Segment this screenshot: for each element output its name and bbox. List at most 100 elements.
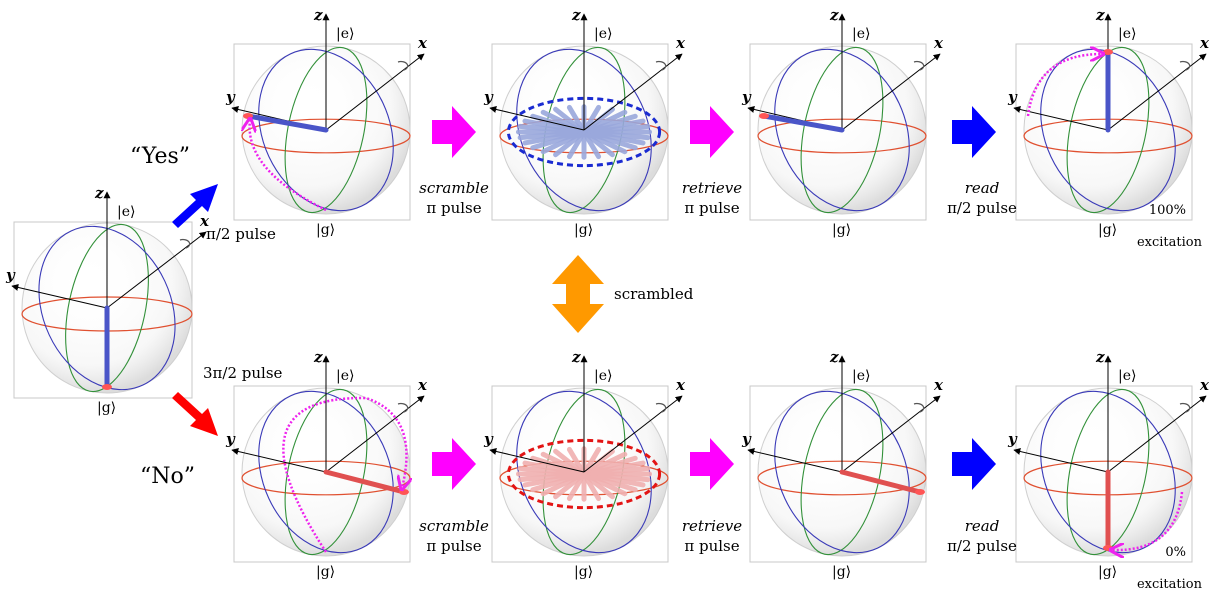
pi-pulse-label-no-1: π pulse [426,537,481,555]
excited-ket-label: |e⟩ [1118,368,1136,384]
scrambled-label: scrambled [614,285,694,303]
bloch-sphere-yes-2: zxy|e⟩|g⟩ [483,6,686,238]
rotation-path [1112,491,1184,550]
blue-diagonal-arrow-up [172,184,218,228]
rotation-icon [397,402,409,413]
red-diagonal-arrow-down [172,392,218,436]
z-axis-label: z [1095,348,1105,366]
y-axis-label: y [483,430,494,448]
pi-pulse-label-yes-2: π pulse [684,199,739,217]
excited-ket-label: |e⟩ [1118,26,1136,42]
state-tip [102,384,112,390]
spheres-layer: zxy|e⟩|g⟩zxy|e⟩|g⟩zxy|e⟩|g⟩zxy|e⟩|g⟩zxy|… [5,6,1210,590]
ground-ket-label: |g⟩ [574,222,593,238]
retrieve-label-no: retrieve [682,517,742,535]
spin-vector [581,465,651,477]
y-axis [747,448,843,473]
axes [1013,355,1207,473]
excited-ket-label: |e⟩ [852,368,870,384]
retrieve-label-yes: retrieve [682,179,742,197]
rotation-icon [655,402,667,413]
meridian-blue [774,390,910,554]
rotation-icon [179,238,191,249]
x-axis-label: x [675,34,686,52]
orange-double-arrow [552,255,604,333]
rotation-path [250,120,327,212]
rotation-icon [1179,60,1191,71]
pi-pulse-label-yes-1: π pulse [426,199,481,217]
excited-ket-label: |e⟩ [594,26,612,42]
excitation-percent: 0% [1165,545,1186,560]
excited-ket-label: |e⟩ [594,368,612,384]
y-axis [489,448,585,473]
yes-label: “Yes” [130,144,190,169]
z-axis-label: z [571,348,581,366]
y-axis-label: y [1007,88,1018,106]
state-tip [915,489,925,495]
y-axis-label: y [741,88,752,106]
state-vector [1103,49,1113,133]
bloch-sphere-no-4: zxy|e⟩|g⟩0%excitation [1007,348,1210,590]
state-tip [1103,545,1113,551]
spin-vector [581,123,651,135]
axes [231,355,425,473]
y-axis-label: y [1007,430,1018,448]
magenta-arrow-yes-2 [690,106,734,158]
read-label-no: read [965,517,1000,535]
scramble-label-no: scramble [419,517,489,535]
meridian-blue [1040,48,1176,212]
y-axis [1013,448,1109,473]
ground-ket-label: |g⟩ [97,400,116,416]
magenta-arrow-no-2 [690,438,734,490]
magenta-arrow-yes-1 [432,106,476,158]
process-arrows [172,106,996,490]
state-tip [243,113,253,119]
x-axis-label: x [933,376,944,394]
state-tip [759,113,769,119]
excited-ket-label: |e⟩ [336,26,354,42]
rotation-icon [913,60,925,71]
state-arrow [245,113,329,133]
z-axis-label: z [313,348,323,366]
y-axis-label: y [5,266,16,284]
bloch-sphere-yes-4: zxy|e⟩|g⟩100%excitation [1007,6,1210,250]
state-arrow [323,469,407,495]
rotation-icon [397,60,409,71]
x-axis-label: x [933,34,944,52]
spread-ellipse [506,96,662,168]
bloch-sphere-no-1: zxy|e⟩|g⟩ [225,348,428,580]
state-vector [839,469,925,495]
blue-arrow-no-3 [952,438,996,490]
meridian-blue [774,48,910,212]
axes [747,355,941,473]
rotation-icon [1179,402,1191,413]
meridian-blue [258,48,394,212]
bloch-sphere-initial: zxy|e⟩|g⟩ [5,184,210,416]
text-labels: “Yes” “No” π/2 pulse 3π/2 pulse scramble… [130,144,1017,555]
z-axis-label: z [571,6,581,24]
excited-ket-label: |e⟩ [852,26,870,42]
x-axis-label: x [675,376,686,394]
axes [11,191,207,309]
meridian-blue [258,390,394,554]
y-axis [231,448,327,473]
read-label-yes: read [965,179,1000,197]
y-axis [11,284,108,309]
meridian-blue [1040,390,1176,554]
z-axis-label: z [829,348,839,366]
three-half-pi-pulse-label: 3π/2 pulse [203,364,283,382]
pi-pulse-label-no-2: π pulse [684,537,739,555]
state-tip [399,489,409,495]
half-pi-pulse-read-no: π/2 pulse [947,537,1017,555]
y-axis-label: y [225,430,236,448]
state-arrow [761,113,845,133]
axes [489,355,683,473]
half-pi-pulse-read-yes: π/2 pulse [947,199,1017,217]
meridian-green [65,223,149,393]
state-tip [1103,49,1113,55]
x-axis-label: x [199,212,210,230]
z-axis-label: z [829,6,839,24]
meridian-blue [516,390,652,554]
state-vector [759,113,845,133]
